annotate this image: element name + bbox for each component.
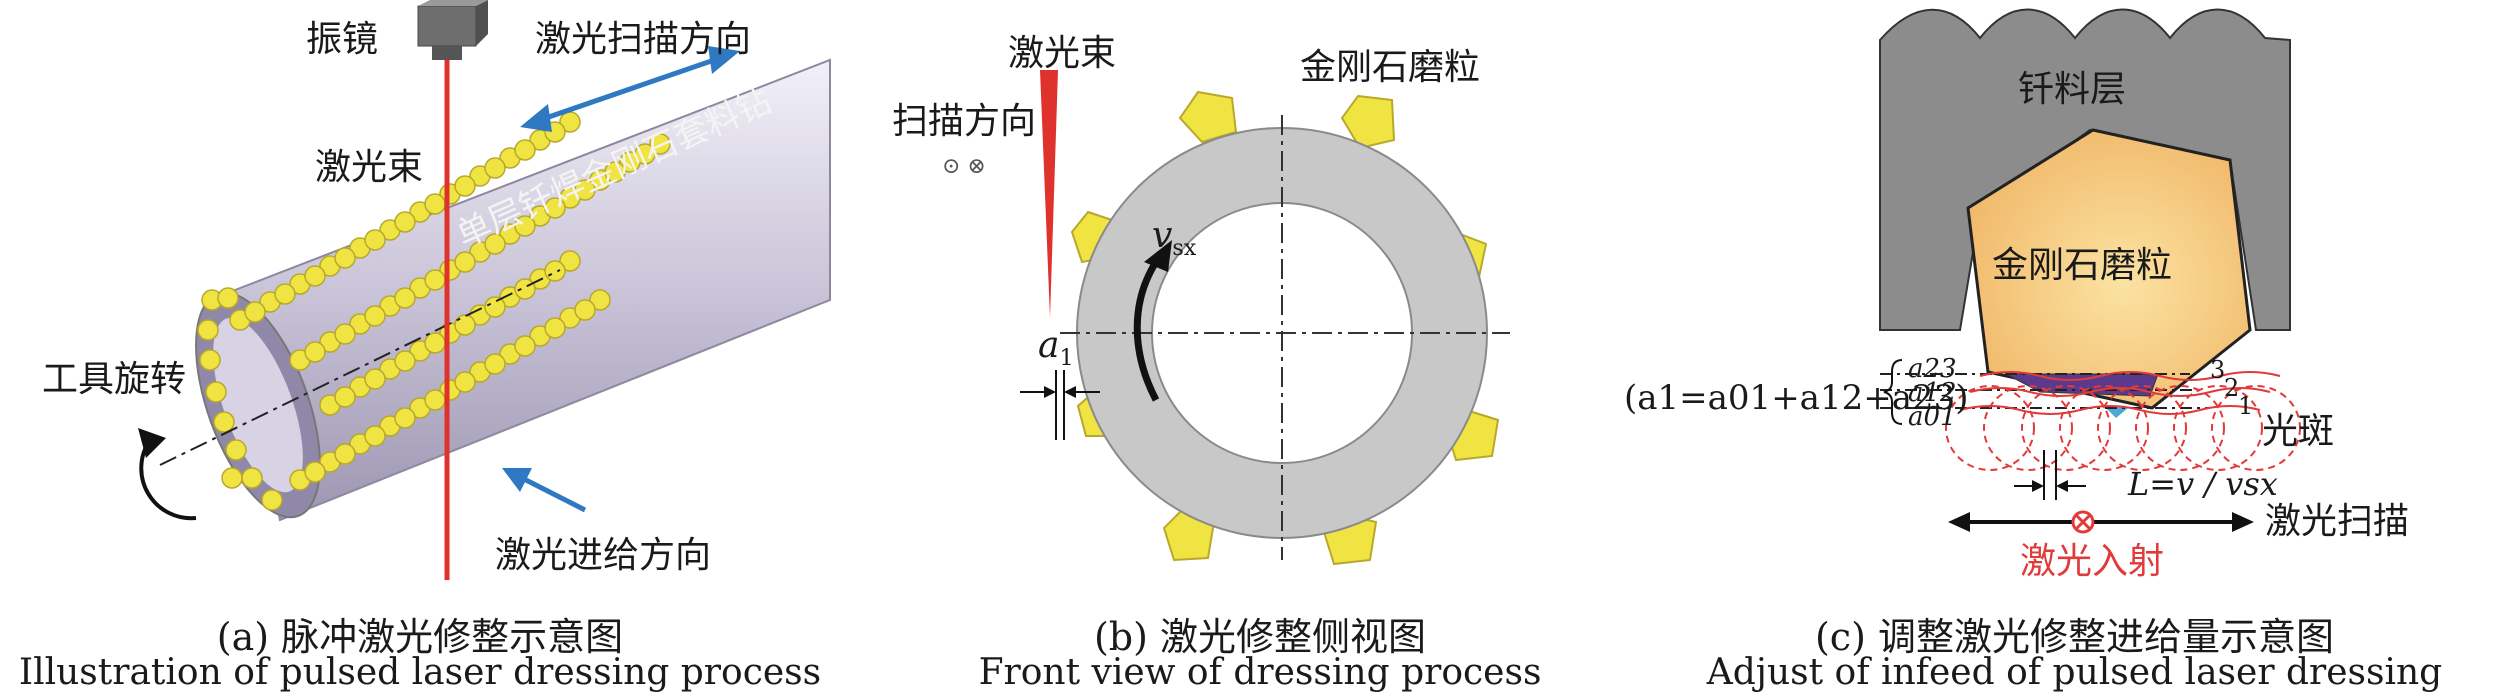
grit-row-4 (289, 289, 611, 491)
rotation-arrow-head (1144, 240, 1172, 272)
laser-beam-label: 激光束 (1008, 33, 1117, 74)
rotation-arrow-head (138, 428, 166, 458)
vsx-sub: sx (1172, 234, 1197, 261)
a01-label: a01 (1908, 402, 1957, 432)
panel-a-caption-cn: (a) 脉冲激光修整示意图 (216, 615, 624, 659)
tool-axis-line (159, 269, 561, 466)
scan-direction-arrow (520, 46, 740, 132)
layer-brace (1883, 359, 1903, 425)
diamond-grit-label: 金刚石磨粒 (1300, 47, 1481, 88)
layer-number-3: 3 (2210, 356, 2226, 384)
panel-c-illustration (1879, 8, 2301, 534)
panel-b-caption-cn: (b) 激光修整侧视图 (1093, 615, 1427, 659)
grit-row-3 (319, 250, 581, 416)
rotation-arrow (139, 438, 197, 521)
panel-c-caption-en: Adjust of infeed of pulsed laser dressin… (1706, 652, 2443, 693)
diamond-grit-label: 金刚石磨粒 (1992, 245, 2173, 286)
a1-dimension (1020, 370, 1100, 440)
grit-row-2 (289, 133, 671, 371)
panel-b-caption-en: Front view of dressing process (978, 652, 1542, 693)
diamond-grit-rows (197, 111, 671, 511)
galvo-mirror-icon (417, 0, 488, 60)
panel-c-caption-cn: (c) 调整激光修整进给量示意图 (1814, 615, 2334, 659)
solder-layer (1879, 8, 2291, 331)
rotation-arrow (1133, 260, 1160, 402)
panel-b: 激光束 扫描方向 ⊙ ⊗ 金刚石磨粒 vsx a1 (b) 激光修整侧视图 Fr… (880, 0, 1640, 697)
layer-number-2: 2 (2224, 374, 2240, 402)
a12-label: a12 (1908, 378, 1957, 408)
vsx-base: v (1152, 215, 1173, 256)
a1-label: a1 (1038, 328, 1074, 369)
panel-b-illustration (1020, 70, 1510, 566)
laser-incident-label: 激光入射 (2020, 541, 2165, 582)
panel-a-illustration (138, 0, 831, 580)
galvo-label: 振镜 (306, 19, 379, 60)
vsx-label: vsx (1152, 218, 1196, 259)
spot-spacing-marker (2014, 450, 2086, 500)
panel-c: 钎料层 金刚石磨粒 (a1=a01+a12+a23) a23 a12 a01 3… (1624, 0, 2519, 697)
diamond-grit (1966, 128, 2252, 410)
infeed-formula: (a1=a01+a12+a23) (1624, 378, 1969, 418)
scan-direction-symbols: ⊙ ⊗ (942, 154, 986, 179)
grit-end-ring (197, 287, 283, 511)
layer-number-1: 1 (2238, 392, 2254, 420)
tool-rotation-label: 工具旋转 (42, 359, 187, 400)
solder-layer-label: 钎料层 (2018, 69, 2127, 110)
laser-scan-arrow (1948, 512, 2254, 532)
spacing-formula-label: L=v / vsx (2128, 465, 2278, 503)
panel-a-caption-en: Illustration of pulsed laser dressing pr… (18, 652, 822, 693)
laser-beam-cone (1040, 70, 1058, 318)
a1-sub: 1 (1059, 344, 1074, 371)
feed-direction-arrow (502, 468, 587, 513)
scan-direction-label: 激光扫描方向 (535, 19, 752, 60)
laser-spots (1945, 385, 2301, 471)
panel-a: 振镜 激光扫描方向 激光束 单层钎焊金刚石套料钻 工具旋转 激光进给方向 (a)… (0, 0, 840, 697)
feed-direction-label: 激光进给方向 (495, 535, 712, 576)
scan-direction-label: 扫描方向 (892, 101, 1037, 142)
laser-beam-label: 激光束 (315, 147, 424, 188)
grit-row-1 (229, 111, 581, 331)
spot-label: 光斑 (2262, 411, 2335, 452)
a23-label: a23 (1908, 354, 1957, 384)
a1-base: a (1038, 325, 1060, 366)
laser-incident-icon (2071, 510, 2095, 534)
laser-scan-label: 激光扫描 (2265, 501, 2410, 542)
